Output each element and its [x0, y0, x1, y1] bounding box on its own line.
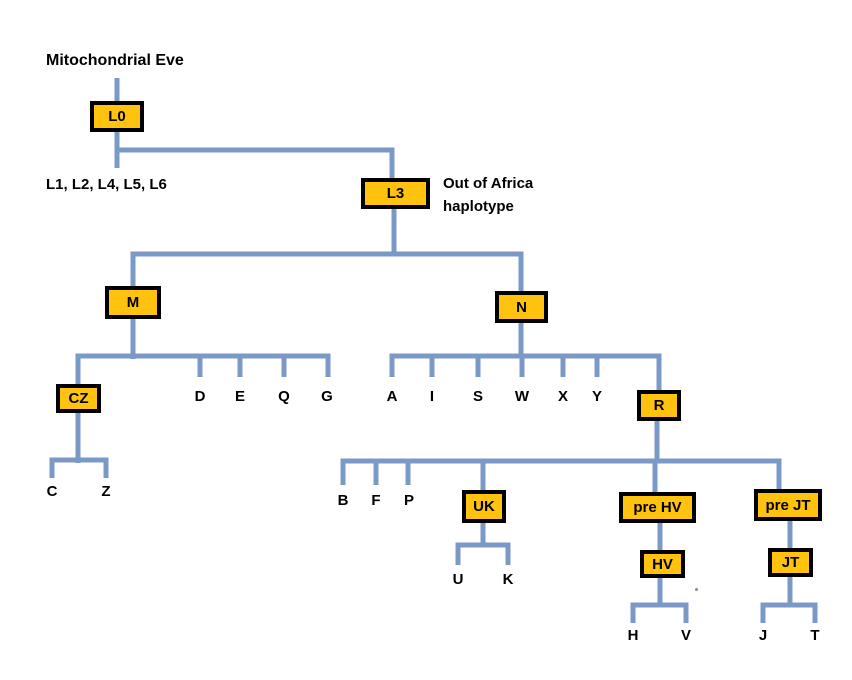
node-cz: CZ [56, 384, 101, 413]
excluded-lineages-label: L1, L2, L4, L5, L6 [46, 176, 167, 193]
node-l0: L0 [90, 101, 144, 132]
edge-cz-rail [49, 457, 109, 478]
leaf-z: Z [101, 483, 111, 500]
out-of-africa-annotation: Out of Africa haplotype [443, 172, 533, 218]
edge-uk-rail [455, 542, 511, 565]
node-m: M [105, 286, 161, 319]
leaf-v: V [680, 627, 692, 644]
leaf-a: A [386, 388, 398, 405]
leaf-x: X [557, 388, 569, 405]
leaf-i: I [429, 388, 435, 405]
annotation-line-1: Out of Africa [443, 175, 534, 192]
leaf-j: J [758, 627, 768, 644]
page-title: Mitochondrial Eve [46, 52, 184, 69]
leaf-h: H [627, 627, 639, 644]
stray-dot [695, 588, 698, 591]
node-pre-jt: pre JT [754, 489, 822, 521]
node-r: R [637, 390, 681, 421]
leaf-f: F [371, 492, 381, 509]
leaf-b: B [337, 492, 349, 509]
node-jt: JT [768, 548, 813, 577]
edge-r-rail [340, 458, 782, 489]
node-n: N [495, 291, 548, 323]
leaf-k: K [502, 571, 514, 588]
leaf-e: E [234, 388, 246, 405]
leaf-w: W [514, 388, 530, 405]
edge-n-rail [389, 353, 662, 390]
leaf-t: T [810, 627, 820, 644]
node-hv: HV [640, 550, 685, 578]
leaf-s: S [472, 388, 484, 405]
leaf-d: D [194, 388, 206, 405]
node-l3: L3 [361, 178, 430, 209]
edge-split-m-n [130, 251, 524, 291]
leaf-y: Y [591, 388, 603, 405]
annotation-line-2: haplotype [443, 198, 514, 215]
edge-hv-rail [630, 602, 689, 623]
node-pre-hv: pre HV [619, 492, 696, 523]
leaf-c: C [46, 483, 58, 500]
leaf-u: U [452, 571, 464, 588]
leaf-q: Q [278, 388, 290, 405]
node-uk: UK [462, 490, 506, 523]
edge-jt-rail [760, 602, 818, 623]
leaf-g: G [321, 388, 333, 405]
edge-m-rail [75, 353, 331, 384]
leaf-p: P [403, 492, 415, 509]
edge-l0-l3 [117, 147, 395, 178]
